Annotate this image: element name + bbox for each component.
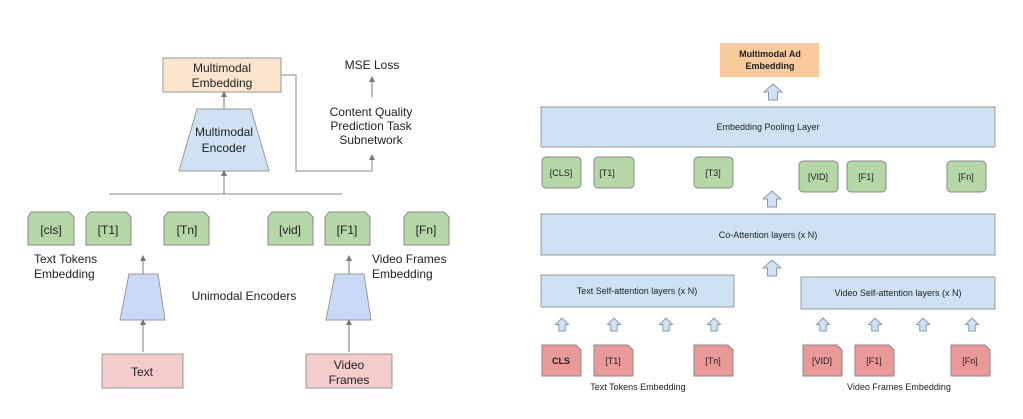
- mse-loss-label: MSE Loss: [345, 58, 400, 72]
- video-self-attention-layers: Video Self-attention layers (x N): [800, 276, 996, 310]
- right-video-frames-label: Video Frames Embedding: [847, 382, 951, 392]
- right-text-tokens-label: Text Tokens Embedding: [590, 382, 685, 392]
- block-arrow-up-input-8: [964, 317, 980, 332]
- svg-text:Embedding Pooling Layer: Embedding Pooling Layer: [716, 122, 819, 132]
- subnetwork-line1: Content Quality: [330, 105, 413, 119]
- right-diagram: Multimodal Ad Embedding Embedding Poolin…: [540, 43, 996, 392]
- svg-text:[Tn]: [Tn]: [705, 356, 721, 366]
- token-fn: [Fn]: [403, 211, 450, 246]
- svg-text:Video Self-attention layers (x: Video Self-attention layers (x N): [835, 288, 962, 298]
- token-vid: [vid]: [267, 211, 314, 246]
- input-token-vid: [VID]: [802, 344, 843, 377]
- multimodal-encoder-line2: Encoder: [202, 141, 247, 155]
- svg-text:[T1]: [T1]: [605, 356, 621, 366]
- text-tokens-label-line1: Text Tokens: [34, 252, 97, 266]
- block-arrow-up-to-coattention: [761, 259, 783, 277]
- video-unimodal-encoder: [325, 273, 372, 321]
- input-token-tn: [Tn]: [693, 344, 734, 377]
- input-token-cls: CLS: [541, 344, 582, 377]
- block-arrow-up-to-pooling: [761, 190, 783, 208]
- token-t1: [T1]: [85, 211, 132, 246]
- svg-text:CLS: CLS: [552, 356, 570, 366]
- video-input-box: Video Frames: [305, 353, 393, 389]
- block-arrow-up-input-7: [915, 317, 931, 332]
- text-self-attention-layers: Text Self-attention layers (x N): [540, 274, 735, 308]
- pooled-token-vid: [VID]: [798, 160, 839, 193]
- svg-text:[F1]: [F1]: [858, 172, 874, 182]
- pooled-token-fn: [Fn]: [946, 160, 987, 193]
- right-text-inputs: CLS [T1] [Tn]: [541, 344, 734, 377]
- token-tn: [Tn]: [163, 211, 210, 246]
- svg-text:Co-Attention layers (x N): Co-Attention layers (x N): [719, 230, 818, 240]
- svg-text:[Fn]: [Fn]: [416, 223, 437, 237]
- pooled-token-cls: [CLS]: [541, 156, 582, 189]
- input-token-f1: [F1]: [854, 344, 895, 377]
- svg-text:[Fn]: [Fn]: [962, 356, 978, 366]
- block-arrow-up-to-output: [762, 83, 784, 101]
- text-input-box: Text: [101, 353, 184, 389]
- task-subnetwork: Content Quality Prediction Task Subnetwo…: [330, 105, 413, 147]
- svg-text:[cls]: [cls]: [40, 223, 61, 237]
- video-frames-label-line2: Embedding: [372, 267, 433, 281]
- multimodal-encoder-line1: Multimodal: [195, 125, 253, 139]
- svg-text:[F1]: [F1]: [337, 223, 358, 237]
- pooled-token-t3: [T3]: [693, 156, 734, 189]
- svg-text:[T1]: [T1]: [599, 168, 615, 178]
- svg-text:Video: Video: [334, 358, 365, 372]
- block-arrow-up-input-2: [606, 317, 622, 332]
- left-text-tokens: [cls] [T1] [Tn]: [27, 211, 210, 246]
- svg-text:Text Self-attention layers (x: Text Self-attention layers (x N): [577, 286, 698, 296]
- pooled-tokens: [CLS] [T1] [T3] [VID] [F1] [Fn]: [541, 156, 987, 193]
- pooled-token-t1: [T1]: [593, 156, 635, 189]
- svg-text:[CLS]: [CLS]: [550, 168, 573, 178]
- left-video-tokens: [vid] [F1] [Fn]: [267, 211, 450, 246]
- block-arrow-up-input-1: [554, 317, 570, 332]
- svg-text:[VID]: [VID]: [808, 172, 828, 182]
- multimodal-ad-embedding-box: Multimodal Ad Embedding: [720, 43, 819, 77]
- multimodal-embedding-line1: Multimodal: [193, 61, 251, 75]
- input-token-fn: [Fn]: [950, 344, 991, 377]
- block-arrow-up-input-6: [867, 317, 883, 332]
- pooled-token-f1: [F1]: [846, 160, 887, 193]
- embedding-to-subnetwork-connector: [281, 74, 375, 172]
- subnetwork-line2: Prediction Task: [330, 119, 412, 133]
- svg-text:[vid]: [vid]: [279, 223, 301, 237]
- right-video-inputs: [VID] [F1] [Fn]: [802, 344, 991, 377]
- video-frames-label-line1: Video Frames: [372, 252, 446, 266]
- block-arrow-up-input-4: [706, 317, 722, 332]
- token-f1: [F1]: [324, 211, 371, 246]
- svg-text:[VID]: [VID]: [812, 356, 832, 366]
- multimodal-embedding-box: Multimodal Embedding: [162, 57, 282, 93]
- multimodal-embedding-line2: Embedding: [192, 76, 253, 90]
- input-token-t1: [T1]: [593, 344, 634, 377]
- subnetwork-line3: Subnetwork: [339, 133, 403, 147]
- token-cls: [cls]: [27, 211, 75, 246]
- svg-text:[T1]: [T1]: [98, 223, 119, 237]
- block-arrow-up-input-5: [815, 317, 831, 332]
- left-diagram: Multimodal Embedding Multimodal Encoder …: [27, 57, 450, 389]
- co-attention-layers: Co-Attention layers (x N): [540, 213, 996, 256]
- svg-text:[T3]: [T3]: [705, 168, 721, 178]
- embedding-pooling-layer: Embedding Pooling Layer: [540, 106, 996, 148]
- svg-text:[Tn]: [Tn]: [177, 223, 198, 237]
- svg-text:[F1]: [F1]: [866, 356, 882, 366]
- unimodal-encoders-label: Unimodal Encoders: [192, 289, 297, 303]
- svg-text:Multimodal Ad: Multimodal Ad: [739, 49, 801, 59]
- block-arrow-up-input-3: [658, 317, 674, 332]
- svg-text:Frames: Frames: [329, 373, 370, 387]
- svg-text:[Fn]: [Fn]: [958, 172, 974, 182]
- text-tokens-label-line2: Embedding: [34, 267, 95, 281]
- block-arrows: [554, 83, 980, 332]
- text-unimodal-encoder: [119, 273, 166, 321]
- svg-text:Text: Text: [131, 365, 154, 379]
- svg-text:Embedding: Embedding: [746, 61, 795, 71]
- multimodal-encoder: Multimodal Encoder: [178, 108, 270, 172]
